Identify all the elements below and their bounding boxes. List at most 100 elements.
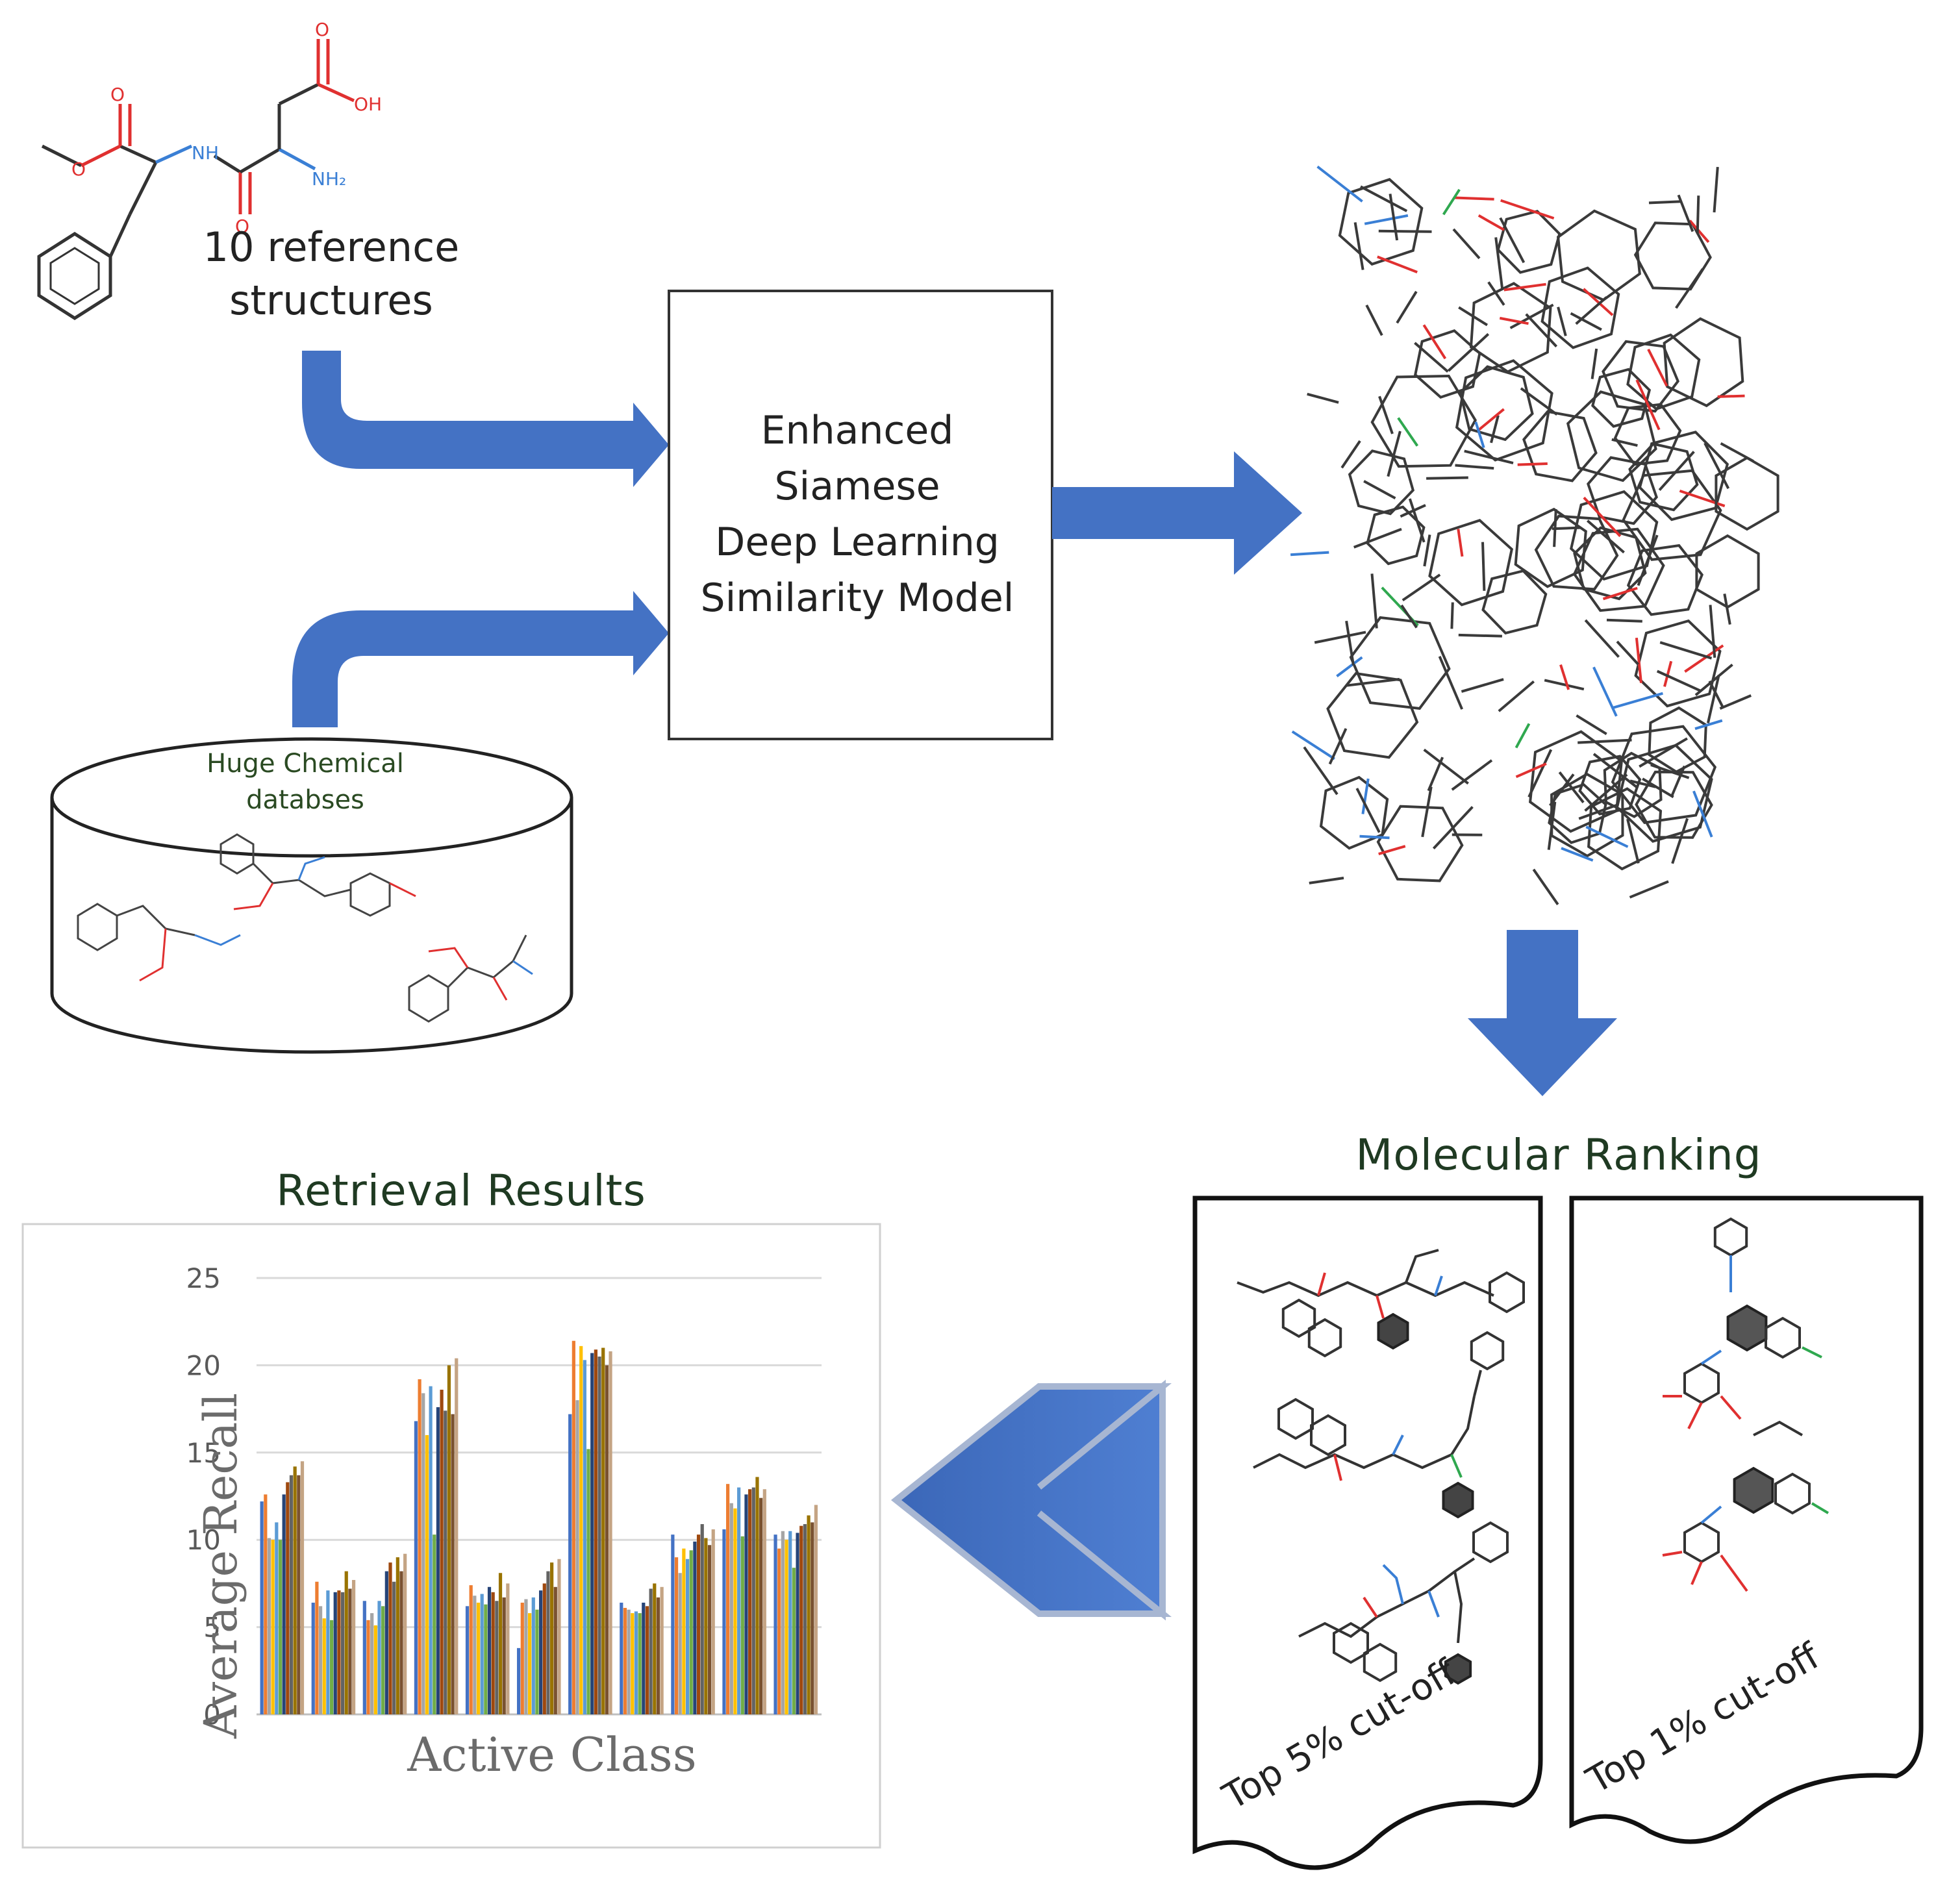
- bar: [521, 1603, 524, 1714]
- database-label-line: Huge Chemical: [169, 745, 442, 782]
- bar: [807, 1516, 810, 1714]
- bar: [488, 1587, 491, 1714]
- bond: [1613, 694, 1663, 708]
- bar: [785, 1540, 788, 1714]
- bar: [792, 1568, 796, 1714]
- bar: [777, 1549, 781, 1714]
- ring: [1379, 1314, 1408, 1348]
- bond: [1649, 201, 1681, 203]
- bar: [352, 1580, 355, 1714]
- bond: [1501, 201, 1554, 219]
- bond: [1372, 573, 1377, 628]
- bar: [341, 1592, 344, 1714]
- bar: [348, 1588, 351, 1714]
- bar: [726, 1484, 729, 1714]
- ring: [1542, 268, 1619, 348]
- bar: [620, 1603, 623, 1714]
- bond: [1584, 497, 1620, 536]
- bond: [1552, 528, 1581, 529]
- bond: [1583, 289, 1613, 315]
- bond: [1533, 870, 1558, 905]
- bar: [638, 1613, 642, 1714]
- bond: [1453, 229, 1479, 258]
- bond: [1657, 671, 1700, 691]
- bond: [1379, 231, 1432, 232]
- bar: [554, 1587, 557, 1714]
- bar: [403, 1554, 407, 1714]
- bond: [1585, 620, 1618, 657]
- bar: [294, 1466, 297, 1714]
- bond: [1455, 198, 1494, 199]
- atom-label: NH₂: [312, 168, 346, 190]
- bar: [642, 1603, 645, 1714]
- bar: [803, 1524, 807, 1714]
- bar: [370, 1613, 373, 1714]
- bar: [363, 1601, 366, 1714]
- bond: [1617, 642, 1639, 664]
- bond: [1429, 757, 1443, 791]
- bar: [568, 1414, 572, 1714]
- bar: [601, 1348, 605, 1714]
- bond: [1607, 620, 1642, 621]
- bar: [392, 1582, 396, 1714]
- ring: [1558, 211, 1640, 300]
- bar: [429, 1386, 432, 1714]
- bond: [1518, 464, 1548, 465]
- bond: [1355, 222, 1363, 269]
- ring: [1429, 520, 1511, 605]
- bar: [712, 1529, 715, 1714]
- bar: [635, 1611, 638, 1714]
- bond: [1483, 542, 1484, 591]
- bar: [440, 1390, 443, 1714]
- bar: [759, 1498, 762, 1714]
- bar: [290, 1475, 293, 1714]
- bar: [492, 1592, 495, 1714]
- bar: [748, 1489, 751, 1714]
- bar: [532, 1597, 535, 1714]
- bond: [1379, 396, 1392, 434]
- bond: [1403, 575, 1440, 600]
- bond: [1422, 787, 1431, 837]
- bar: [575, 1400, 579, 1714]
- bond: [1440, 657, 1463, 709]
- ring: [1636, 621, 1720, 706]
- bond: [1357, 788, 1379, 833]
- y-axis-title: Average Recall: [194, 1371, 247, 1760]
- bar: [586, 1449, 590, 1714]
- ring: [1415, 331, 1479, 397]
- ring: [1735, 1468, 1773, 1512]
- bar: [737, 1488, 740, 1714]
- ring: [1350, 451, 1413, 514]
- bar: [377, 1601, 381, 1714]
- bar: [572, 1341, 575, 1714]
- bond: [1397, 292, 1416, 323]
- bar: [550, 1562, 553, 1714]
- bond: [1433, 807, 1472, 849]
- bar: [323, 1618, 326, 1714]
- bar: [686, 1559, 689, 1714]
- bond: [1346, 621, 1353, 665]
- bond: [1318, 167, 1363, 202]
- bar: [495, 1601, 498, 1714]
- bar: [701, 1524, 704, 1714]
- bar: [733, 1509, 736, 1714]
- bar: [704, 1538, 707, 1714]
- bond: [1459, 635, 1502, 636]
- bond: [1455, 466, 1494, 469]
- bar: [301, 1461, 304, 1714]
- bond: [1314, 632, 1366, 642]
- results-title: Retrieval Results: [182, 1166, 740, 1216]
- bar: [752, 1488, 755, 1714]
- bond: [1479, 409, 1503, 430]
- bond: [1576, 297, 1607, 324]
- bar: [466, 1606, 469, 1714]
- bar: [579, 1346, 583, 1714]
- atom-label: OH: [354, 94, 382, 115]
- bond: [1304, 747, 1337, 795]
- bond: [1499, 681, 1534, 711]
- bond: [1612, 440, 1638, 445]
- bar: [297, 1475, 300, 1714]
- bond: [1402, 605, 1416, 628]
- bond: [1479, 216, 1504, 230]
- bar: [326, 1590, 329, 1714]
